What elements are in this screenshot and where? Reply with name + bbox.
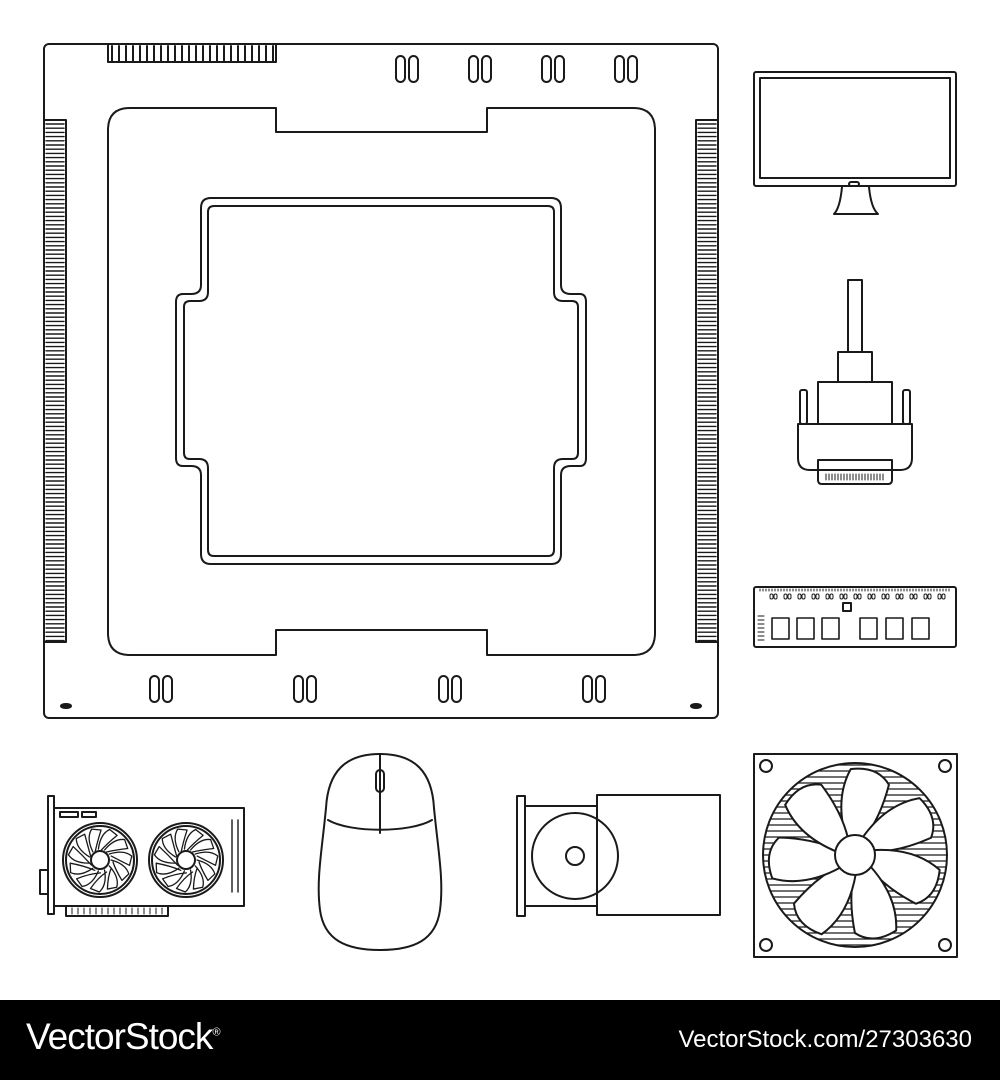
icon-set-canvas — [39, 43, 958, 958]
socket-pin-pairs — [149, 55, 638, 703]
dvi-connector-icon — [797, 279, 913, 485]
computer-mouse-icon — [317, 753, 443, 951]
right-pin-strip — [695, 119, 719, 643]
cpu-socket-icon — [43, 43, 719, 719]
monitor-icon — [753, 71, 957, 215]
vectorstock-logo: VectorStock® — [26, 1016, 221, 1057]
watermark-footer: VectorStock® VectorStock.com/27303630 — [0, 1000, 1000, 1080]
image-id-label: VectorStock.com/27303630 — [678, 1026, 972, 1053]
case-fan-icon — [753, 753, 958, 958]
graphics-card-icon — [39, 795, 245, 917]
left-pin-strip — [43, 119, 67, 643]
optical-drive-icon — [516, 794, 721, 917]
ram-module-icon — [753, 586, 957, 648]
